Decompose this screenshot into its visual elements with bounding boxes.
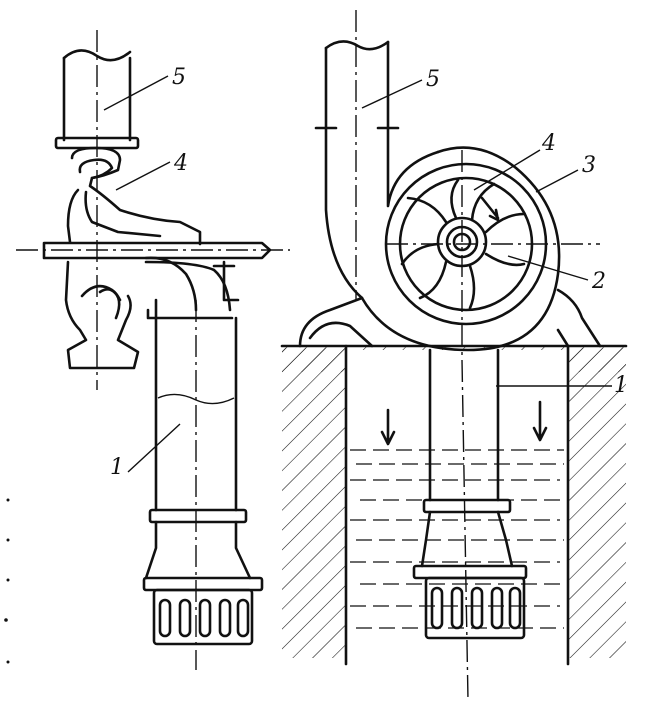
right-leader-4 [473,149,541,191]
left-leader-4 [115,161,171,191]
right-suction-pipe [412,348,528,701]
left-pump-view [16,30,290,670]
left-pump-casing [64,146,202,370]
right-strainer-slots [430,586,522,630]
left-label-1: 1 [110,455,124,480]
left-suction-pipe [142,300,264,670]
right-label-1: 1 [614,373,628,398]
left-label-5: 5 [172,65,186,90]
margin-specks [4,498,10,664]
left-strainer-slots [158,598,250,638]
left-elbow [144,256,240,320]
right-leader-2 [507,255,589,281]
ground-hatching [280,344,628,670]
right-discharge-pipe [314,10,440,300]
left-leader-1 [127,423,181,473]
left-leader-5 [103,75,169,111]
right-leader-3 [535,169,579,193]
water-body [350,400,564,629]
right-label-5: 5 [426,67,440,92]
impeller-blades [400,178,526,310]
left-shaft [16,241,290,260]
right-leader-5 [361,79,423,109]
right-label-2: 2 [591,269,606,294]
impeller [386,150,600,360]
right-label-3: 3 [582,153,596,178]
left-label-4: 4 [173,151,188,176]
right-pump-view [280,10,628,701]
right-label-4: 4 [541,131,556,156]
